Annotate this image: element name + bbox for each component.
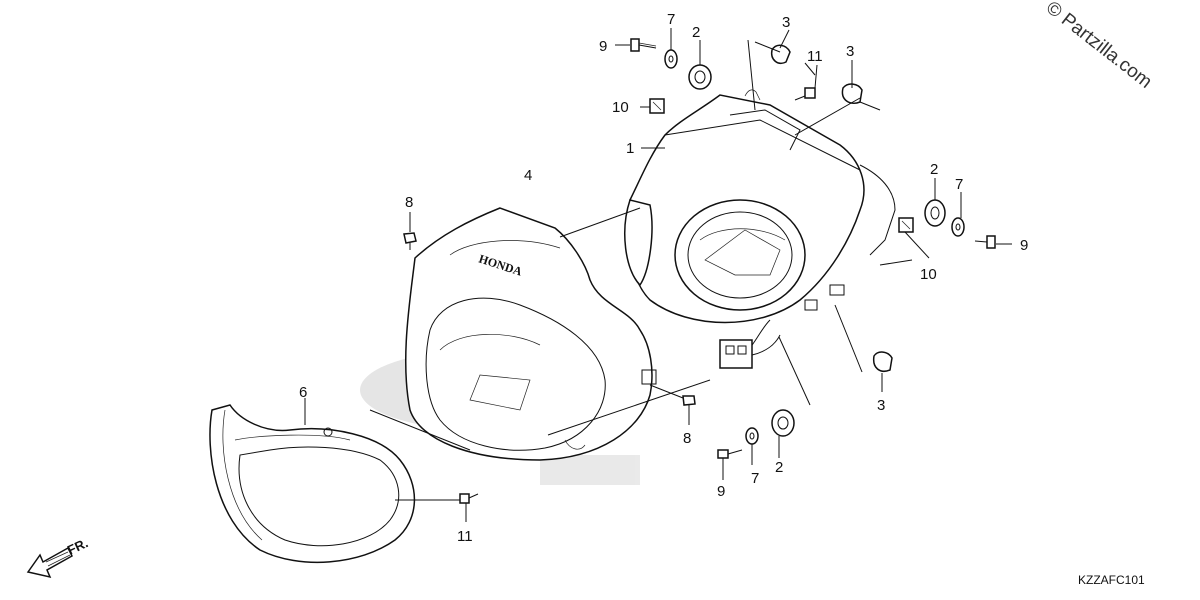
leader-lines <box>304 28 1012 522</box>
callout-4: 4 <box>524 167 532 184</box>
grommet-part-2a[interactable] <box>688 64 712 90</box>
callout-11: 11 <box>457 528 473 545</box>
nut-part-10a[interactable] <box>649 98 665 114</box>
callout-2: 2 <box>775 459 783 476</box>
nut-part-10b[interactable] <box>898 217 914 233</box>
partzilla-watermark: © Partzilla.com <box>1042 0 1156 93</box>
washer-part-7b[interactable] <box>951 217 965 237</box>
callout-7: 7 <box>751 470 759 487</box>
callout-9: 9 <box>717 483 725 500</box>
screw-part-8b[interactable] <box>682 395 696 412</box>
screw-part-11a[interactable] <box>794 87 816 101</box>
callout-3: 3 <box>782 14 790 31</box>
callout-7: 7 <box>667 11 675 28</box>
callout-9: 9 <box>599 38 607 55</box>
screw-part-11b[interactable] <box>459 493 479 504</box>
callout-11: 11 <box>807 48 823 65</box>
callout-3: 3 <box>877 397 885 414</box>
callout-10: 10 <box>612 99 629 116</box>
grommet-part-2b[interactable] <box>924 199 946 227</box>
diagram-code: KZZAFC101 <box>1078 573 1145 587</box>
bolt-part-9a[interactable] <box>630 38 657 52</box>
callout-7: 7 <box>955 176 963 193</box>
callout-1: 1 <box>626 140 634 157</box>
bolt-part-9b[interactable] <box>974 235 996 249</box>
callout-8: 8 <box>683 430 691 447</box>
clip-part-3b[interactable] <box>841 83 863 104</box>
washer-part-7c[interactable] <box>745 427 759 445</box>
front-label: FR. <box>65 535 90 557</box>
clip-part-3c[interactable] <box>872 351 893 372</box>
callout-9: 9 <box>1020 237 1028 254</box>
callout-2: 2 <box>930 161 938 178</box>
screw-part-8a[interactable] <box>403 232 417 250</box>
callout-labels: 1 2 2 2 3 3 3 4 6 7 7 7 8 8 9 9 9 10 10 … <box>299 11 1028 545</box>
callout-2: 2 <box>692 24 700 41</box>
callout-8: 8 <box>405 194 413 211</box>
callout-6: 6 <box>299 384 307 401</box>
headlight-rim-part[interactable] <box>209 404 416 564</box>
callout-3: 3 <box>846 43 854 60</box>
headlight-unit-part[interactable] <box>624 89 896 369</box>
grommet-part-2c[interactable] <box>771 409 795 437</box>
front-direction-arrow: FR. <box>26 535 90 579</box>
washer-part-7a[interactable] <box>664 49 678 69</box>
headlight-case-part[interactable]: HONDA <box>404 207 657 461</box>
bolt-part-9c[interactable] <box>717 449 743 459</box>
callout-10: 10 <box>920 266 937 283</box>
clip-part-3a[interactable] <box>770 44 791 64</box>
